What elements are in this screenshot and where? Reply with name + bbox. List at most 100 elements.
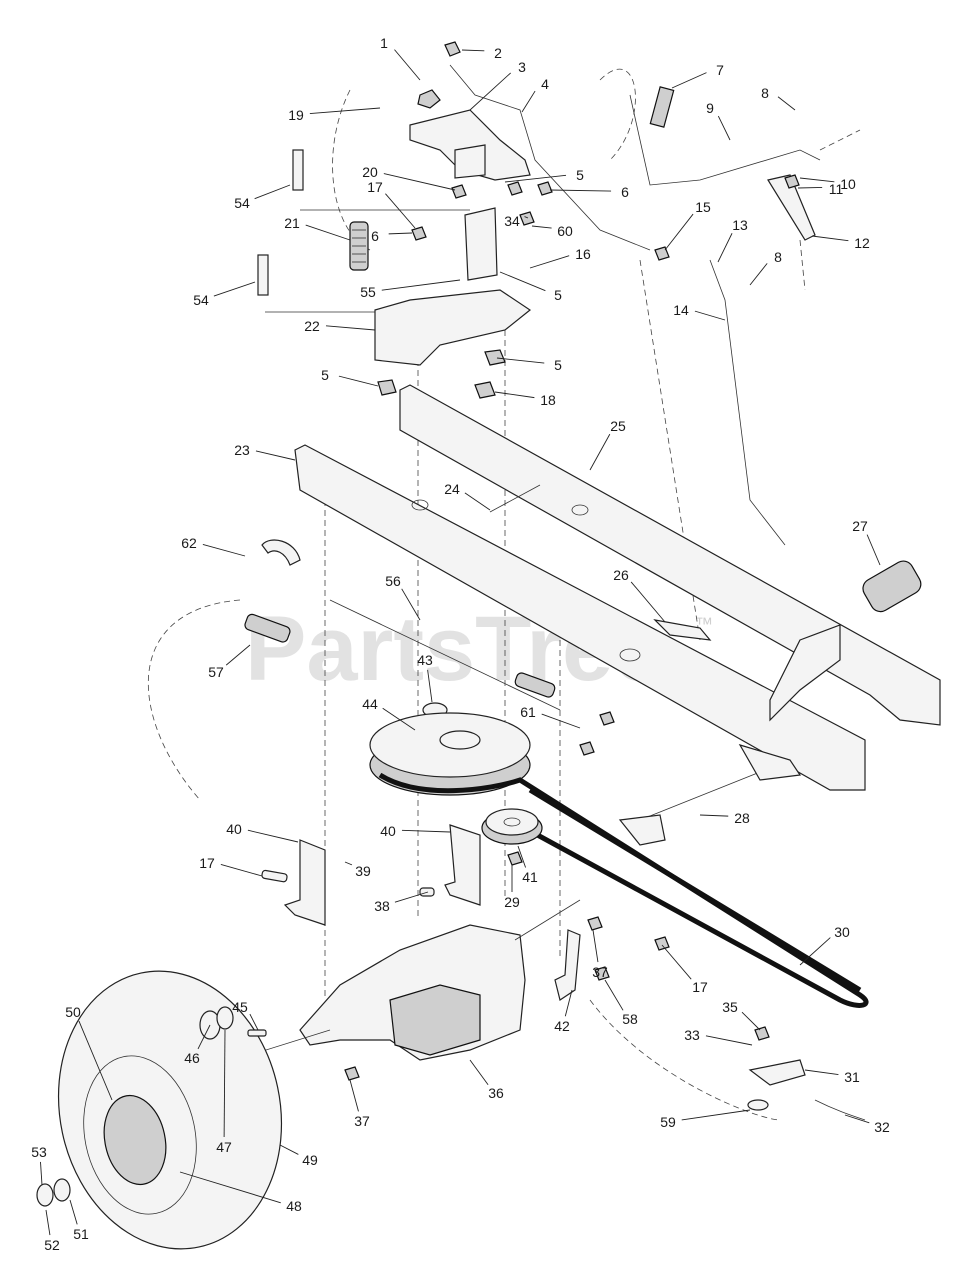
callout-leader-line [279, 1144, 299, 1155]
callout-number: 30 [834, 924, 850, 940]
callout: 17 [199, 855, 263, 877]
callout-leader-line [247, 829, 299, 843]
callout: 33 [684, 1027, 753, 1046]
callout: 25 [589, 418, 626, 471]
callout-leader-line [717, 115, 731, 141]
callout: 5 [496, 357, 562, 373]
callout-leader-line [394, 891, 429, 903]
callout-number: 34 [504, 213, 520, 229]
callout-leader-line [469, 1059, 489, 1086]
callout-number: 17 [367, 179, 383, 195]
callout-number: 53 [31, 1144, 47, 1160]
callout-number: 10 [840, 176, 856, 192]
callout-leader-line [671, 72, 707, 89]
callout-leader-line [496, 357, 545, 364]
callout-leader-line [592, 929, 599, 963]
callout-number: 57 [208, 664, 224, 680]
callout-number: 5 [554, 357, 562, 373]
callout-number: 12 [854, 235, 870, 251]
callout: 44 [362, 696, 416, 731]
callout: 26 [613, 567, 666, 623]
callout-number: 55 [360, 284, 376, 300]
callout-number: 8 [761, 85, 769, 101]
callout: 8 [761, 85, 796, 111]
brackets-40 [283, 824, 481, 926]
callout: 27 [852, 518, 881, 566]
callout-leader-line [799, 177, 835, 183]
callout-leader-line [741, 1011, 761, 1031]
callout: 49 [279, 1144, 318, 1168]
callout-number: 23 [234, 442, 250, 458]
callout-leader-line [40, 1161, 43, 1186]
callout-leader-line [213, 281, 256, 297]
callout-number: 5 [576, 167, 584, 183]
callout: 5 [504, 167, 584, 183]
callout: 53 [31, 1144, 47, 1186]
callout-leader-line [564, 989, 573, 1017]
callout: 8 [749, 249, 782, 286]
callout-number: 22 [304, 318, 320, 334]
callout-leader-line [69, 1199, 78, 1225]
callout-number: 9 [706, 100, 714, 116]
callout: 39 [344, 861, 371, 879]
callout-number: 62 [181, 535, 197, 551]
callout-number: 39 [355, 863, 371, 879]
callout: 17 [661, 944, 708, 995]
callout-leader-line [254, 184, 291, 200]
callout: 41 [517, 845, 538, 885]
pulley-44 [369, 712, 531, 796]
callout: 62 [181, 535, 246, 557]
callout: 1 [380, 35, 421, 81]
callout: 46 [184, 1024, 211, 1066]
callout-leader-line [504, 174, 567, 183]
callout: 55 [360, 279, 461, 300]
callout-leader-line [531, 225, 552, 229]
callout-leader-line [589, 433, 611, 471]
callout-number: 14 [673, 302, 689, 318]
callout-leader-line [494, 391, 535, 399]
callout-number: 26 [613, 567, 629, 583]
callout: 42 [554, 989, 573, 1034]
callout: 54 [234, 184, 291, 211]
callout: 51 [69, 1199, 89, 1242]
callout: 43 [417, 652, 433, 703]
callout-number: 40 [226, 821, 242, 837]
callout-leader-line [469, 72, 511, 111]
callout-number: 6 [621, 184, 629, 200]
callout-number: 46 [184, 1050, 200, 1066]
callout-number: 56 [385, 573, 401, 589]
callout-number: 19 [288, 107, 304, 123]
callout-leader-line [78, 1020, 113, 1101]
callout-number: 1 [380, 35, 388, 51]
callout: 23 [234, 442, 296, 461]
callout-leader-line [749, 263, 768, 286]
callout: 10 [799, 176, 856, 192]
clip-and-pedal [653, 560, 922, 641]
callout-leader-line [521, 90, 536, 113]
callout-number: 41 [522, 869, 538, 885]
spring-21 [349, 221, 369, 271]
callout-leader-line [401, 588, 421, 621]
callout-number: 44 [362, 696, 378, 712]
callout-leader-line [383, 173, 456, 191]
callout: 28 [699, 810, 750, 826]
callout-number: 24 [444, 481, 460, 497]
callout-leader-line [249, 1013, 259, 1031]
callout: 29 [504, 864, 520, 910]
callout-number: 20 [362, 164, 378, 180]
callout-leader-line [529, 255, 570, 269]
callout-number: 61 [520, 704, 536, 720]
brake-rod-28 [618, 743, 802, 846]
callout: 58 [604, 979, 638, 1027]
bolts-54 [257, 149, 470, 313]
callout: 4 [521, 76, 549, 113]
callout-leader-line [305, 224, 351, 241]
callout: 24 [444, 481, 491, 511]
callout-leader-line [699, 814, 729, 817]
callout-leader-line [464, 492, 491, 511]
callout-leader-line [202, 543, 246, 557]
frame-rails [294, 384, 941, 791]
callout: 22 [304, 318, 376, 334]
callout-leader-line [338, 375, 379, 387]
